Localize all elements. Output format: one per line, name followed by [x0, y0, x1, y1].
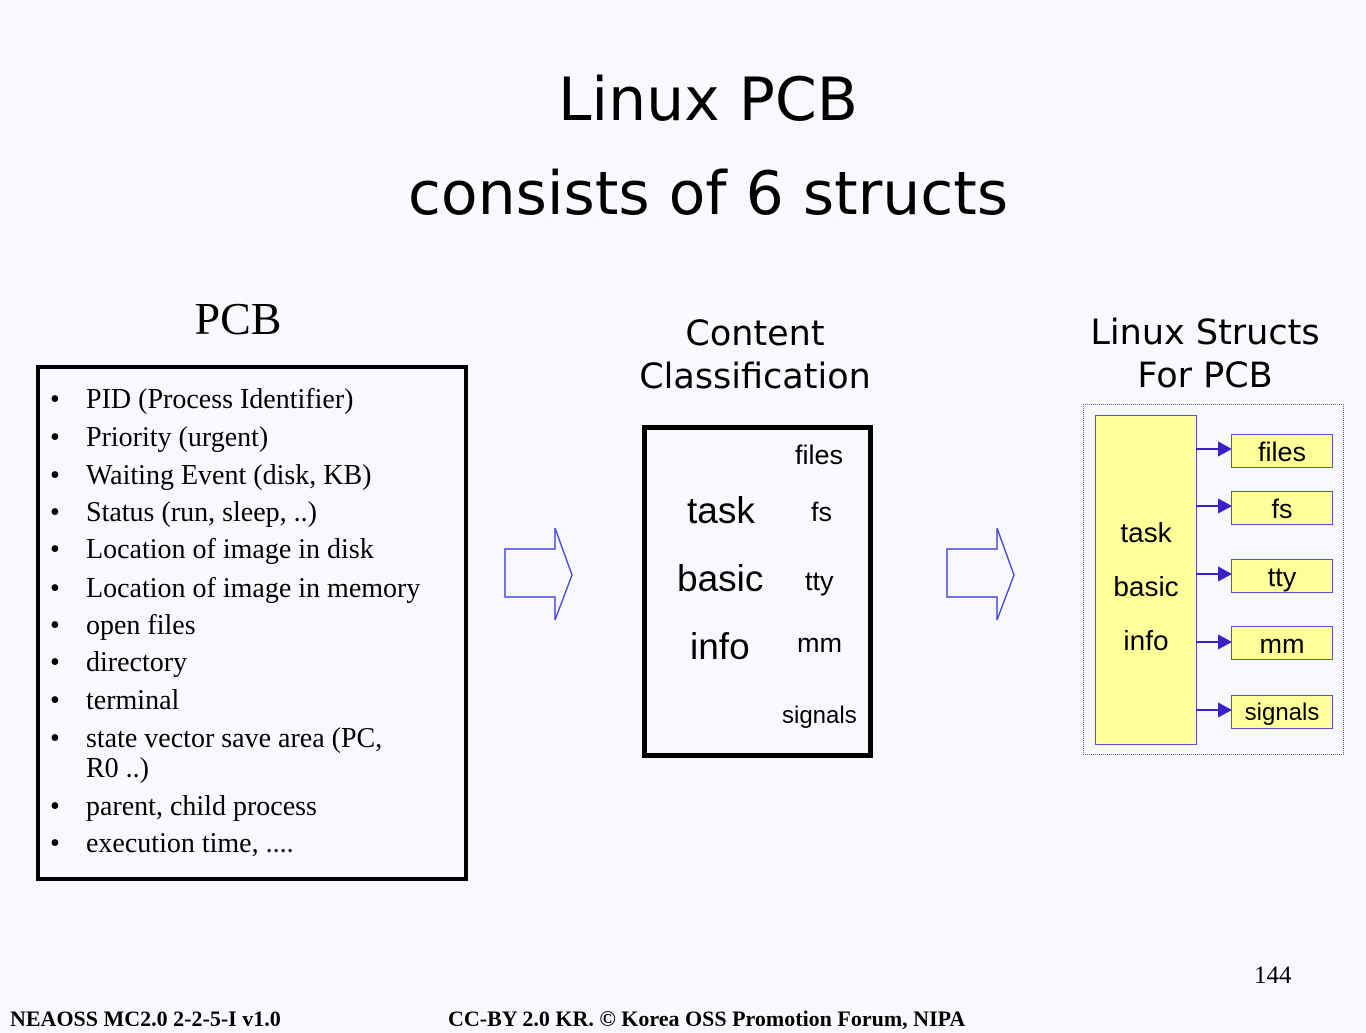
label-tty: tty — [805, 566, 834, 596]
pcb-item-text: R0 ..) — [86, 753, 149, 784]
label-task: task — [687, 490, 755, 531]
pcb-item-text: Waiting Event (disk, KB) — [86, 460, 372, 491]
arrow-head-icon — [1218, 441, 1232, 457]
footer-left: NEAOSS MC2.0 2-2-5-I v1.0 — [10, 1006, 281, 1031]
main-info: info — [1123, 625, 1169, 656]
main-task: task — [1120, 517, 1172, 548]
label-info: info — [690, 626, 750, 667]
bullet-icon: • — [50, 791, 60, 822]
arrow-head-icon — [1218, 702, 1232, 718]
pcb-item-text: Priority (urgent) — [86, 422, 269, 453]
bullet-icon: • — [50, 685, 60, 716]
content-classification-box: files task fs basic tty info mm signals — [642, 425, 873, 758]
bullet-icon: • — [50, 723, 60, 754]
connector-arrows — [1196, 441, 1232, 718]
bullet-icon: • — [50, 647, 60, 678]
label-basic: basic — [677, 558, 764, 599]
struct-signals: signals — [1231, 695, 1333, 729]
linux-structs-frame — [1083, 404, 1344, 755]
arrow-head-icon — [1218, 498, 1232, 514]
label-signals: signals — [782, 702, 857, 729]
right-arrow-icon — [504, 527, 573, 621]
pcb-item-text: Location of image in disk — [86, 534, 374, 565]
pcb-item-text: parent, child process — [86, 791, 317, 822]
bullet-icon: • — [50, 497, 60, 528]
pcb-item-text: directory — [86, 647, 188, 678]
label-mm: mm — [797, 628, 842, 658]
content-heading-2: Classification — [639, 357, 871, 397]
bullet-icon: • — [50, 573, 60, 604]
arrow-head-icon — [1218, 634, 1232, 650]
footer-center: CC-BY 2.0 KR. © Korea OSS Promotion Foru… — [448, 1006, 966, 1031]
content-heading-1: Content — [685, 314, 825, 354]
linux-heading-2: For PCB — [1137, 356, 1273, 396]
pcb-item-text: Status (run, sleep, ..) — [86, 497, 317, 528]
bullet-icon: • — [50, 460, 60, 491]
pcb-item-text: terminal — [86, 685, 180, 716]
right-arrow-icon — [946, 527, 1015, 621]
struct-fs: fs — [1231, 491, 1333, 525]
main-basic: basic — [1113, 571, 1179, 602]
bullet-icon: • — [50, 610, 60, 641]
pcb-item-text: state vector save area (PC, — [86, 723, 383, 754]
struct-tty: tty — [1231, 559, 1333, 593]
label-fs: fs — [811, 497, 833, 527]
bullet-icon: • — [50, 534, 60, 565]
bullet-icon: • — [50, 422, 60, 453]
pcb-item-text: execution time, .... — [86, 828, 294, 859]
pcb-list-box: • PID (Process Identifier) • Priority (urge… — [36, 365, 468, 881]
task-basic-info-box: task basic info — [1095, 415, 1197, 745]
bullet-icon: • — [50, 828, 60, 859]
arrow-head-icon — [1218, 566, 1232, 582]
struct-files: files — [1231, 434, 1333, 468]
bullet-icon: • — [50, 384, 60, 415]
pcb-item-text: Location of image in memory — [86, 573, 421, 604]
pcb-item-text: open files — [86, 610, 196, 641]
pcb-item-text: PID (Process Identifier) — [86, 384, 354, 415]
page-number: 144 — [1254, 962, 1292, 989]
label-files: files — [795, 440, 844, 470]
title-line-2: consists of 6 structs — [407, 159, 1009, 229]
linux-heading-1: Linux Structs — [1090, 313, 1320, 353]
pcb-heading: PCB — [194, 293, 282, 344]
struct-mm: mm — [1231, 626, 1333, 660]
title-line-1: Linux PCB — [558, 65, 858, 135]
